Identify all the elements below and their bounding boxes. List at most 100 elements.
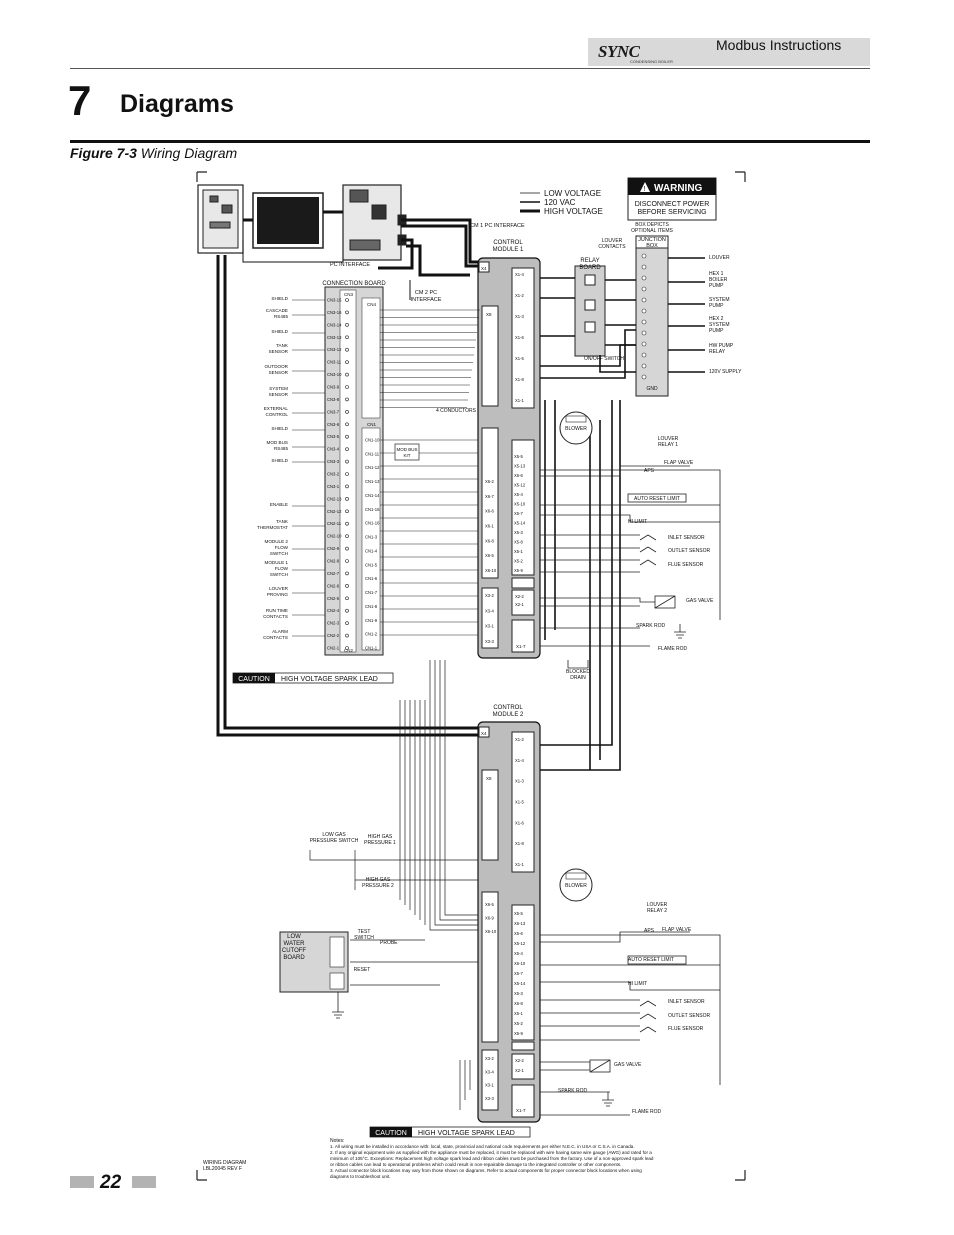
cm2-pc-interface-2: INTERFACE xyxy=(411,297,442,303)
connection-board-pin: CN2-5 xyxy=(327,596,340,601)
cm2-x5-pin: X5-2 xyxy=(514,1021,524,1026)
connection-board-pin: CN3-14 xyxy=(327,322,342,327)
terminal-screw xyxy=(345,385,349,389)
warning-title: WARNING xyxy=(654,183,703,194)
relay-board-label-2: BOARD xyxy=(579,265,601,271)
right-load-label: BOILER xyxy=(709,277,728,283)
terminal-screw xyxy=(345,434,349,439)
right-load-label: SYSTEM xyxy=(709,297,730,303)
terminal-screw xyxy=(345,347,349,352)
notes-title: Notes: xyxy=(330,1138,344,1144)
cm1-x1-pin: X1-3 xyxy=(515,314,525,319)
figure-caption: Figure 7-3 Wiring Diagram xyxy=(70,145,237,161)
right-load-label: HW PUMP xyxy=(709,343,734,349)
brand-logo: SYNC xyxy=(598,42,640,61)
cn1-pin: CN1-14 xyxy=(365,493,380,498)
outlet-sensor-2: OUTLET SENSOR xyxy=(668,1013,711,1019)
lwco-2: WATER xyxy=(284,941,306,947)
left-device-label: SENSOR xyxy=(269,392,289,397)
terminal-screw xyxy=(345,410,349,414)
connection-board-pin: CN2-9 xyxy=(327,546,340,551)
terminal-screw xyxy=(345,546,349,551)
terminal-screw xyxy=(345,459,349,464)
terminal-screw xyxy=(345,559,349,563)
cm2-x2-pin: X2-1 xyxy=(515,1068,525,1073)
cm2-x1-pin: X1-2 xyxy=(515,737,525,742)
terminal-screw xyxy=(345,447,349,451)
cm1-x1-pin: X1-1 xyxy=(515,398,525,403)
right-load-label: PUMP xyxy=(709,328,724,334)
connection-board-pin: CN2-2 xyxy=(327,633,340,638)
cm1-label-b: MODULE 1 xyxy=(493,247,524,253)
junction-terminal xyxy=(641,264,647,270)
cm1-x5-pin: X5-1 xyxy=(514,549,524,554)
left-device-label: THERMOSTAT xyxy=(257,525,288,530)
cm1-x5-pin: X5-7 xyxy=(514,511,524,516)
connection-board-pin: CN2-10 xyxy=(327,534,342,539)
connection-board-pin: CN2-4 xyxy=(327,608,340,613)
connection-board-pin: CN3-16 xyxy=(327,310,342,315)
cm2-x1-7: X1-7 xyxy=(516,1108,526,1113)
svg-text:!: ! xyxy=(644,186,646,193)
connection-board-pin: CN3-5 xyxy=(327,434,340,439)
left-device-label: SENSOR xyxy=(269,349,289,354)
cm1-right-devices xyxy=(540,465,721,647)
chapter-number: 7 xyxy=(68,77,92,124)
connection-board-pin: CN3-4 xyxy=(327,447,340,452)
cm2-x5-pin: X5-3 xyxy=(514,991,524,996)
junction-box: JUNCTION BOX BOX DEPICTS OPTIONAL ITEMS … xyxy=(631,222,674,397)
terminal-screw xyxy=(345,422,349,427)
low-water-cutoff-board: LOW WATER CUTOFF BOARD xyxy=(279,931,349,993)
junction-terminal xyxy=(641,275,647,281)
cm1-x8: X8 xyxy=(486,312,492,317)
cm2-x1-pin: X1-6 xyxy=(515,820,525,825)
left-device-label: RS485 xyxy=(274,314,288,319)
cm2-x8: X8 xyxy=(486,776,492,781)
caution-2-text: HIGH VOLTAGE SPARK LEAD xyxy=(418,1130,515,1137)
left-device-label: SHIELD xyxy=(271,329,288,334)
terminal-screw xyxy=(345,360,349,364)
probe-label: PROBE xyxy=(380,940,398,946)
cn1-pin: CN1-11 xyxy=(365,451,380,456)
right-load-label: 120V SUPPLY xyxy=(709,369,742,375)
cn1-pin: CN1-4 xyxy=(365,548,378,553)
connection-board-label: CONNECTION BOARD xyxy=(322,281,386,287)
right-load-label: HEX 2 xyxy=(709,316,724,322)
right-load-label: HEX 1 xyxy=(709,271,724,277)
cm1-x6-pin: X6-10 xyxy=(485,568,497,573)
left-device-label: ENABLE xyxy=(270,502,288,507)
left-device-label: CASCADE xyxy=(266,308,288,313)
terminal-screw xyxy=(345,646,349,650)
connection-board-pin: CN2-7 xyxy=(327,571,340,576)
terminal-screw xyxy=(345,534,349,538)
cm2-right-devices xyxy=(540,931,721,1116)
lwco-4: BOARD xyxy=(283,955,305,961)
blower-1-label: BLOWER xyxy=(565,426,587,432)
notes-line-1: 1. All wiring must be installed in accor… xyxy=(330,1144,635,1149)
terminal-screw xyxy=(345,571,349,576)
left-device-label: OUTDOOR xyxy=(265,364,289,369)
title-rule xyxy=(70,140,870,143)
cn1-pin: CN1-2 xyxy=(365,632,378,637)
junction-terminal xyxy=(641,363,647,369)
terminal-screw xyxy=(345,584,349,588)
lwco-3: CUTOFF xyxy=(282,948,307,954)
cm2-x1-pin: X1-1 xyxy=(515,862,525,867)
terminal-screw xyxy=(345,472,349,476)
cm2-x1-pin: X1-4 xyxy=(515,758,525,763)
inlet-sensor-2: INLET SENSOR xyxy=(668,999,705,1005)
relay-board-label-1: RELAY xyxy=(580,258,599,264)
high-gas1-2: PRESSURE 1 xyxy=(364,840,396,846)
lwco-1: LOW xyxy=(287,934,301,940)
box-depicts-2: OPTIONAL ITEMS xyxy=(631,228,673,234)
brand-subtitle: CONDENSING BOILER xyxy=(630,59,673,64)
junction-terminal xyxy=(641,341,647,347)
flame-rod-1: FLAME ROD xyxy=(658,646,688,652)
cn3-label: CN3 xyxy=(344,292,353,297)
cm2-x3-pin: X3-2 xyxy=(485,1056,495,1061)
cm2-x5-pin: X5-5 xyxy=(514,911,524,916)
cm1-x6-pin: X6-2 xyxy=(485,479,495,484)
cn1-pin: CN1-7 xyxy=(365,590,378,595)
notes-line-6: diagrams to troubleshoot unit. xyxy=(330,1174,391,1179)
left-device-label: ALARM xyxy=(272,629,288,634)
